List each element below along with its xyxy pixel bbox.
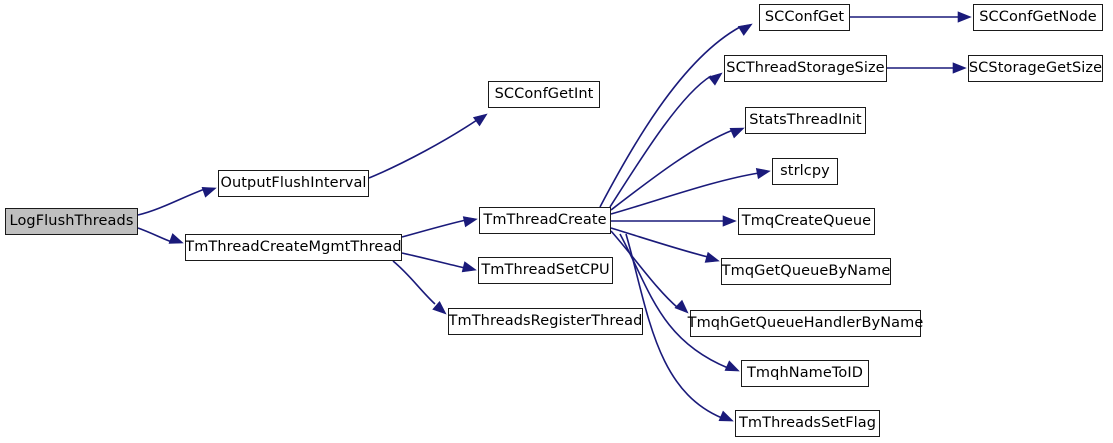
edge-arrowheads (168, 11, 972, 422)
graph-node-label: SCThreadStorageSize (726, 60, 885, 77)
graph-node-OutputFlushInterval[interactable]: OutputFlushInterval (218, 170, 369, 197)
graph-node-label: SCConfGet (764, 9, 845, 26)
graph-node-TmThreadCreate[interactable]: TmThreadCreate (479, 207, 611, 234)
edge-TmThreadCreate-to-TmThreadsSetFlag (625, 233, 723, 419)
graph-node-LogFlushThreads[interactable]: LogFlushThreads (5, 208, 138, 235)
graph-node-label: TmThreadSetCPU (481, 262, 610, 279)
edge-TmThreadCreateMgmtThread-to-TmThreadSetCPU (401, 252, 466, 269)
graph-node-label: TmqGetQueueByName (721, 263, 891, 280)
graph-node-label: TmqhNameToID (746, 365, 864, 382)
graph-node-TmThreadCreateMgmtThread[interactable]: TmThreadCreateMgmtThread (185, 234, 402, 261)
graph-node-label: TmqhGetQueueHandlerByName (687, 315, 924, 332)
graph-node-strlcpy[interactable]: strlcpy (772, 158, 838, 185)
arrowhead-icon-to-TmqGetQueueByName (704, 251, 720, 263)
arrowhead-icon-to-StatsThreadInit (729, 127, 745, 139)
arrowhead-icon-to-SCConfGetNode (957, 11, 972, 23)
graph-node-label: OutputFlushInterval (220, 175, 367, 192)
edge-lines (137, 16, 960, 419)
graph-node-label: strlcpy (780, 163, 830, 180)
edge-TmThreadCreate-to-SCThreadStorageSize (609, 75, 712, 208)
arrowhead-icon-to-SCThreadStorageSize (708, 72, 723, 86)
arrowhead-icon-to-TmqhGetQueueHandlerByName (674, 299, 689, 314)
graph-node-label: StatsThreadInit (749, 112, 862, 129)
graph-node-TmThreadSetCPU[interactable]: TmThreadSetCPU (478, 257, 613, 284)
edge-LogFlushThreads-to-TmThreadCreateMgmtThread (137, 227, 173, 243)
graph-node-TmThreadsRegisterThread[interactable]: TmThreadsRegisterThread (448, 308, 643, 335)
edge-TmThreadCreateMgmtThread-to-TmThreadCreate (401, 219, 467, 238)
graph-node-label: SCConfGetInt (494, 86, 594, 103)
edge-TmThreadCreate-to-TmqhGetQueueHandlerByName (610, 230, 679, 309)
arrowhead-icon-to-TmThreadSetCPU (461, 261, 477, 273)
edge-TmThreadCreate-to-strlcpy (610, 172, 760, 215)
graph-node-label: SCStorageGetSize (968, 60, 1103, 77)
graph-node-TmqhNameToID[interactable]: TmqhNameToID (741, 360, 869, 387)
graph-node-SCConfGet[interactable]: SCConfGet (759, 4, 850, 31)
arrowhead-icon-to-SCStorageGetSize (952, 62, 967, 74)
edge-LogFlushThreads-to-OutputFlushInterval (137, 188, 206, 216)
graph-node-TmqGetQueueByName[interactable]: TmqGetQueueByName (721, 258, 891, 285)
arrowhead-icon-to-SCConfGet (737, 23, 753, 36)
graph-node-label: LogFlushThreads (9, 213, 134, 230)
arrowhead-icon-to-OutputFlushInterval (201, 186, 217, 198)
graph-node-label: SCConfGetNode (979, 9, 1097, 26)
edge-OutputFlushInterval-to-SCConfGetInt (368, 119, 478, 179)
arrowhead-icon-to-SCConfGetInt (472, 113, 488, 127)
edge-TmThreadCreate-to-StatsThreadInit (610, 129, 734, 211)
graph-node-SCThreadStorageSize[interactable]: SCThreadStorageSize (724, 55, 887, 82)
graph-node-SCConfGetNode[interactable]: SCConfGetNode (973, 4, 1103, 31)
graph-node-StatsThreadInit[interactable]: StatsThreadInit (745, 107, 866, 134)
arrowhead-icon-to-TmThreadCreateMgmtThread (168, 233, 184, 244)
arrowhead-icon-to-TmqCreateQueue (722, 215, 737, 227)
graph-node-label: TmThreadCreate (483, 212, 607, 229)
arrowhead-icon-to-TmThreadsRegisterThread (432, 301, 447, 315)
arrowhead-icon-to-TmThreadsSetFlag (718, 410, 734, 422)
arrowhead-icon-to-TmqhNameToID (724, 360, 740, 372)
graph-node-SCConfGetInt[interactable]: SCConfGetInt (488, 81, 600, 108)
edge-TmThreadCreate-to-TmqGetQueueByName (610, 227, 709, 258)
graph-node-label: TmThreadsRegisterThread (448, 313, 643, 330)
graph-node-TmqCreateQueue[interactable]: TmqCreateQueue (738, 208, 875, 235)
edge-TmThreadCreate-to-SCConfGet (599, 26, 741, 208)
graph-node-SCStorageGetSize[interactable]: SCStorageGetSize (968, 55, 1103, 82)
edge-TmThreadCreateMgmtThread-to-TmThreadsRegisterThread (392, 260, 436, 305)
graph-node-TmqhGetQueueHandlerByName[interactable]: TmqhGetQueueHandlerByName (688, 310, 923, 337)
edge-TmThreadCreate-to-TmqhNameToID (619, 233, 729, 369)
graph-node-label: TmThreadsSetFlag (738, 415, 877, 432)
graph-node-label: TmThreadCreateMgmtThread (185, 239, 402, 256)
graph-node-label: TmqCreateQueue (741, 213, 872, 230)
graph-node-TmThreadsSetFlag[interactable]: TmThreadsSetFlag (735, 410, 880, 437)
arrowhead-icon-to-TmThreadCreate (462, 216, 478, 228)
arrowhead-icon-to-strlcpy (755, 167, 771, 180)
